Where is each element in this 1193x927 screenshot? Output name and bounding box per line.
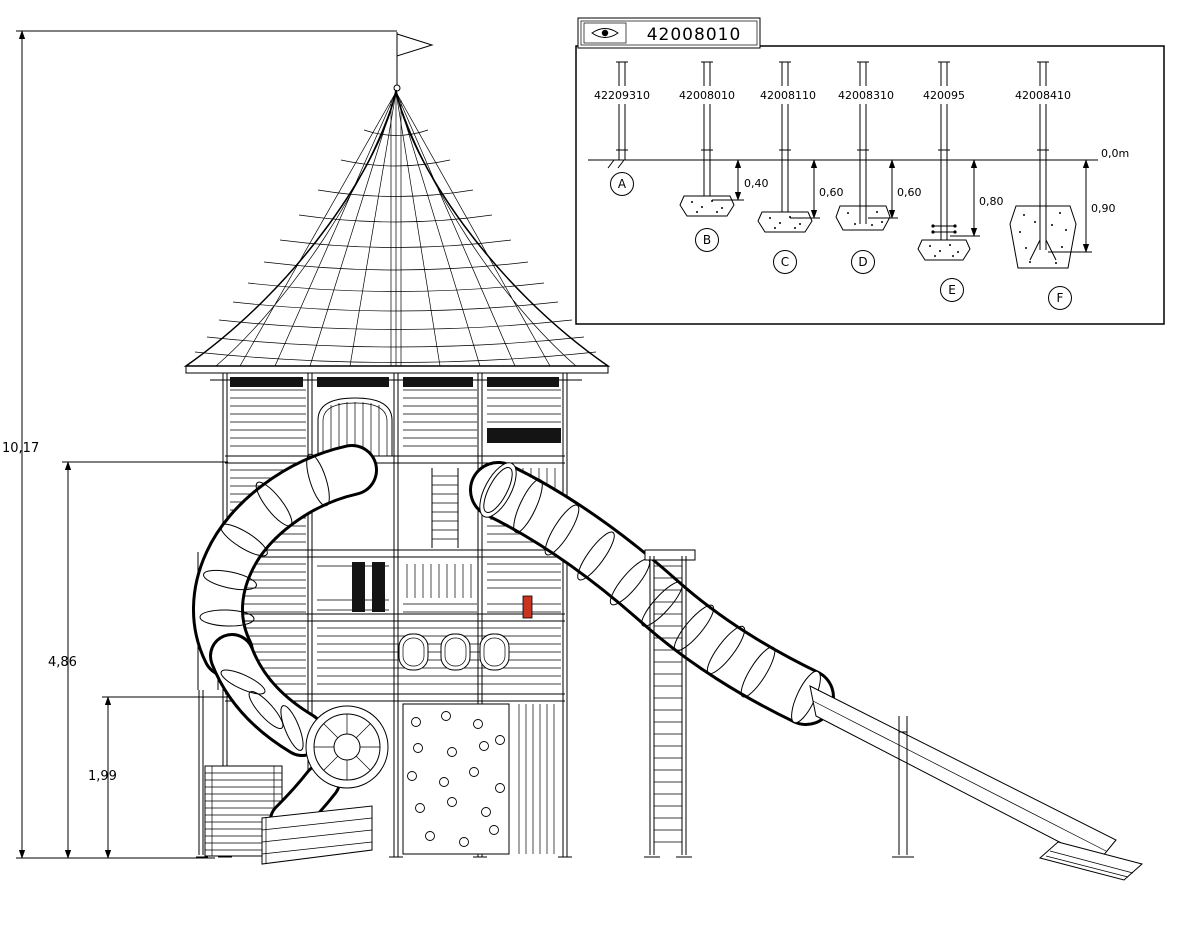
title-block: 42008010 [577,17,761,49]
depth-b: 0,40 [744,177,769,190]
dimension-label-lower: 1,99 [88,769,117,784]
tower-roof [183,32,611,381]
label-c: C [781,255,789,269]
foundation-c: 0,60 C [757,61,844,274]
detail-panel-border [575,45,1165,325]
depth-c: 0,60 [819,186,844,199]
climbing-wall [402,703,510,855]
foundation-detail-panel: 42008010 0,0m 42209310 42008010 42008110… [575,17,1165,325]
label-f: F [1057,291,1064,305]
tube-entry-opening [479,462,517,518]
label-d: D [858,255,867,269]
foundation-f: 0,90 F [1009,61,1116,310]
title-code: 42008010 [647,25,742,45]
exit-ladder [644,549,696,858]
spiral-tube-slide [192,444,389,865]
eye-icon-box [583,22,627,44]
part-number-e: 420095 [923,89,965,102]
tube-rings [199,453,330,627]
slide-exit-box [261,805,373,865]
dimension-label-total: 10,17 [2,441,39,456]
slide-support-post [892,716,914,858]
tower-body [196,373,572,858]
label-b: B [703,233,711,247]
foundation-d: 0,60 D [835,61,922,274]
depth-f: 0,90 [1091,202,1116,215]
dimension-label-upper: 4,86 [48,655,77,670]
slide-end-wedge [1038,841,1144,881]
interior-ladder [431,468,459,548]
flag-icon [396,33,434,57]
tube-rings-lower [220,669,304,751]
open-slide [809,685,1144,881]
floor-bands [225,455,565,702]
main-tube-slide [469,461,835,726]
arched-window [317,397,393,457]
dimension-lines: 10,17 4,86 1,99 [2,30,397,859]
label-e: E [948,283,956,297]
depth-e: 0,80 [979,195,1004,208]
part-number-a: 42209310 [594,89,650,102]
foundation-e: 0,80 E [917,61,1004,302]
tube-end-opening [305,705,389,789]
part-number-d: 42008310 [838,89,894,102]
foundation-a: A [607,61,634,196]
roof-finial [393,84,401,92]
label-a: A [618,177,627,191]
foundation-b: 0,40 B [679,61,769,252]
climbing-holds [407,711,505,847]
part-number-c: 42008110 [760,89,816,102]
eye-icon [591,28,619,38]
porthole-openings [398,633,510,671]
datum-label: 0,0m [1101,147,1129,160]
depth-d: 0,60 [897,186,922,199]
part-number-f: 42008410 [1015,89,1071,102]
part-number-b: 42008010 [679,89,735,102]
red-marker [522,595,533,619]
